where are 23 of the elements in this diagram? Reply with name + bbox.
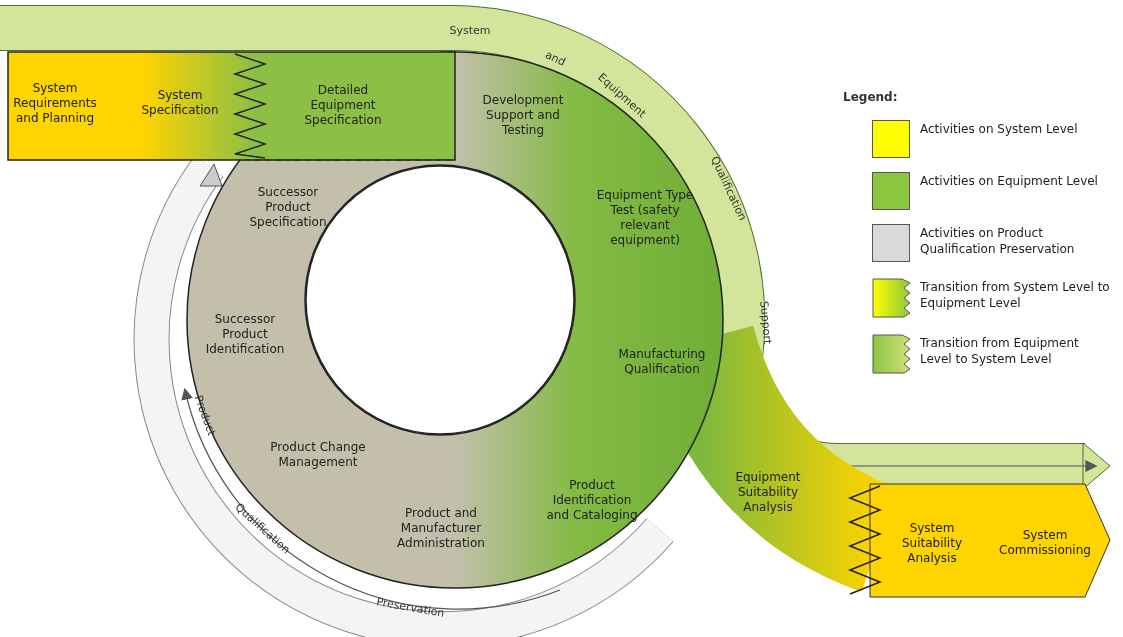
legend-title: Legend: [843, 90, 898, 104]
step-label: Product Identification and Cataloging [542, 477, 642, 523]
band-label: Support [756, 299, 774, 345]
step-label: System Suitability Analysis [892, 520, 972, 566]
legend-text: Transition from Equipment Level to System Level [920, 336, 1080, 368]
legend-text: Activities on Product Qualification Preservation [920, 226, 1076, 258]
step-label: System Commissioning [995, 528, 1095, 558]
step-label: Successor Product Identification [200, 311, 290, 357]
legend-text: Transition from System Level to Equipment Level [920, 280, 1110, 312]
step-label: Manufacturing Qualification [614, 347, 710, 377]
step-label: Product and Manufacturer Administration [383, 505, 499, 551]
band-label: System [449, 23, 491, 37]
legend-text: Activities on System Level [920, 122, 1079, 138]
step-label: Equipment Type Test (safety relevant equipment) [592, 188, 698, 248]
band-label: and [542, 47, 567, 69]
step-label: Successor Product Specification [235, 184, 341, 230]
legend-text: Activities on Equipment Level [920, 174, 1099, 190]
step-label: System Requirements and Planning [5, 80, 105, 126]
step-label: System Specification [132, 88, 228, 118]
step-label: Detailed Equipment Specification [288, 82, 398, 128]
step-label: Equipment Suitability Analysis [718, 469, 818, 515]
step-label: Product Change Management [258, 440, 378, 470]
step-label: Development Support and Testing [465, 92, 581, 138]
